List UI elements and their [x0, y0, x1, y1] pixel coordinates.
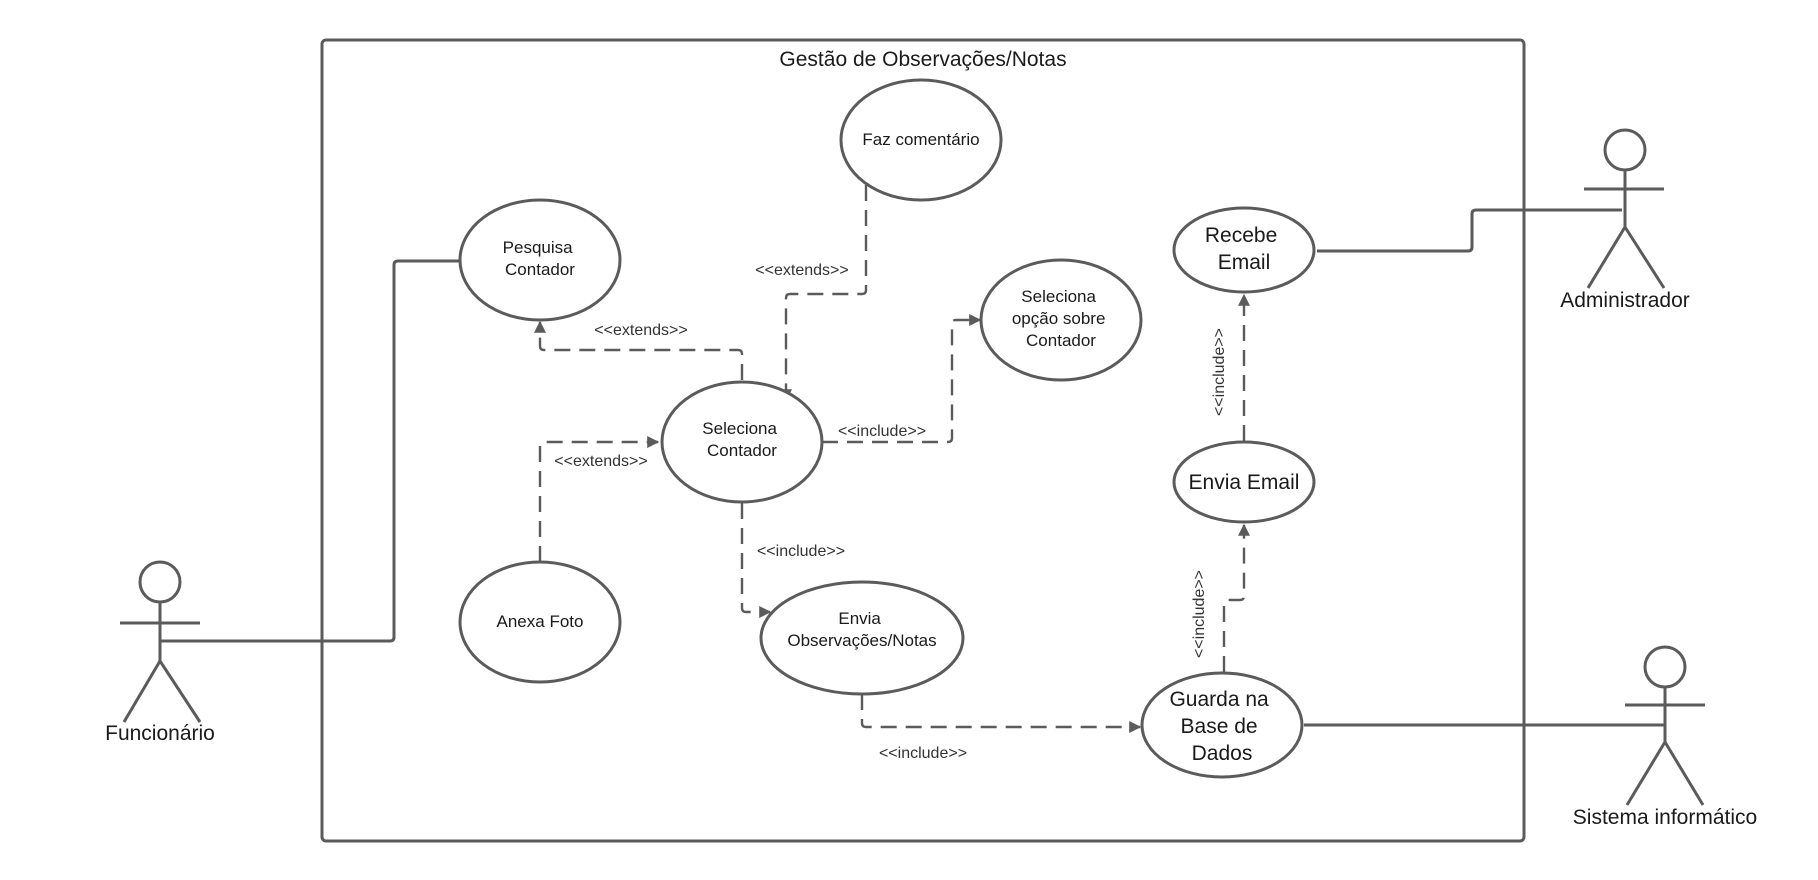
system-title: Gestão de Observações/Notas	[779, 48, 1066, 71]
usecase-label: Guarda na Base de Dados	[1169, 688, 1274, 765]
usecase-envia-email[interactable]: Envia Email	[1172, 440, 1316, 524]
usecase-seleciona-opcao[interactable]: Seleciona opção sobre Contador	[979, 258, 1143, 382]
actor-label: Sistema informático	[1573, 806, 1757, 829]
system-boundary	[320, 38, 1526, 843]
include-seleciona-opcao	[822, 314, 982, 444]
usecase-pesquisa-contador[interactable]: Pesquisa Contador	[458, 198, 622, 322]
association-funcionario-pesquisa	[160, 259, 460, 643]
usecase-guarda-dados[interactable]: Guarda na Base de Dados	[1140, 671, 1304, 779]
label-include-2: <<include>>	[757, 543, 845, 560]
usecase-label: Faz comentário	[862, 130, 979, 149]
actor-funcionario[interactable]: Funcionário	[105, 560, 215, 745]
usecase-label: Anexa Foto	[497, 612, 584, 631]
usecase-label: Seleciona Contador	[702, 419, 781, 460]
usecase-label: Envia Email	[1189, 471, 1300, 494]
label-extends-3: <<extends>>	[554, 453, 647, 470]
usecase-label: Seleciona opção sobre Contador	[1012, 287, 1110, 350]
actor-label: Funcionário	[105, 722, 215, 745]
usecase-faz-comentario[interactable]: Faz comentário	[839, 78, 1003, 202]
actor-sistema-informatico[interactable]: Sistema informático	[1573, 645, 1757, 829]
label-include-4: <<include>>	[1191, 570, 1208, 658]
label-include-5: <<include>>	[1211, 328, 1228, 416]
actor-label: Administrador	[1560, 289, 1690, 312]
label-include-3: <<include>>	[879, 745, 967, 762]
usecase-envia-observacoes[interactable]: Envia Observações/Notas	[759, 580, 965, 696]
usecase-recebe-email[interactable]: Recebe Email	[1172, 206, 1316, 294]
association-administrador-recebe	[1317, 208, 1622, 253]
label-extends-1: <<extends>>	[755, 262, 848, 279]
label-include-1: <<include>>	[838, 423, 926, 440]
extends-pesquisa	[534, 320, 744, 380]
usecase-label: Pesquisa Contador	[503, 238, 578, 279]
usecase-anexa-foto[interactable]: Anexa Foto	[458, 560, 622, 684]
include-guarda-dados	[860, 694, 1142, 733]
usecase-seleciona-contador[interactable]: Seleciona Contador	[660, 380, 824, 504]
include-envia-observacoes	[740, 503, 772, 618]
usecase-label: Envia Observações/Notas	[787, 609, 936, 650]
usecase-label: Recebe Email	[1205, 224, 1283, 274]
actor-administrador[interactable]: Administrador	[1560, 128, 1690, 312]
label-extends-2: <<extends>>	[594, 322, 687, 339]
extends-faz-comentario	[780, 185, 868, 402]
include-envia-email	[1222, 523, 1250, 672]
